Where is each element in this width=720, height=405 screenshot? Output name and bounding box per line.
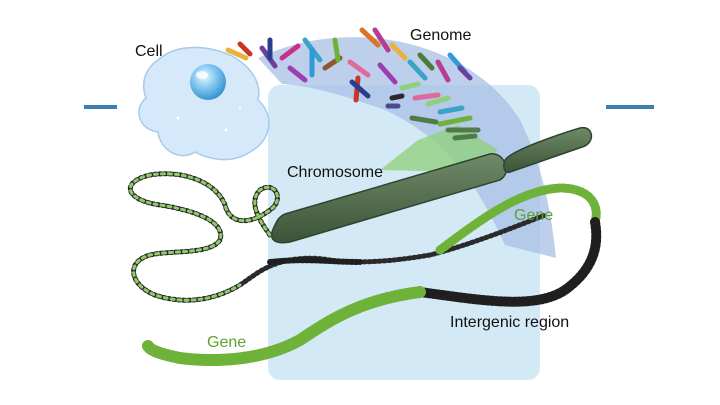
gene-label-upper: Gene	[514, 207, 553, 224]
dna-helix-icon	[127, 171, 602, 366]
genome-label: Genome	[410, 27, 471, 44]
chromosome-label: Chromosome	[287, 164, 383, 181]
karyotype-icon	[225, 27, 481, 141]
gene-label-lower: Gene	[207, 334, 246, 351]
zoom-beam	[258, 37, 556, 259]
cell-icon	[138, 46, 270, 161]
intergenic-region-label: Intergenic region	[450, 314, 569, 331]
cell-label: Cell	[135, 43, 163, 60]
chromosome-icon	[271, 126, 593, 244]
